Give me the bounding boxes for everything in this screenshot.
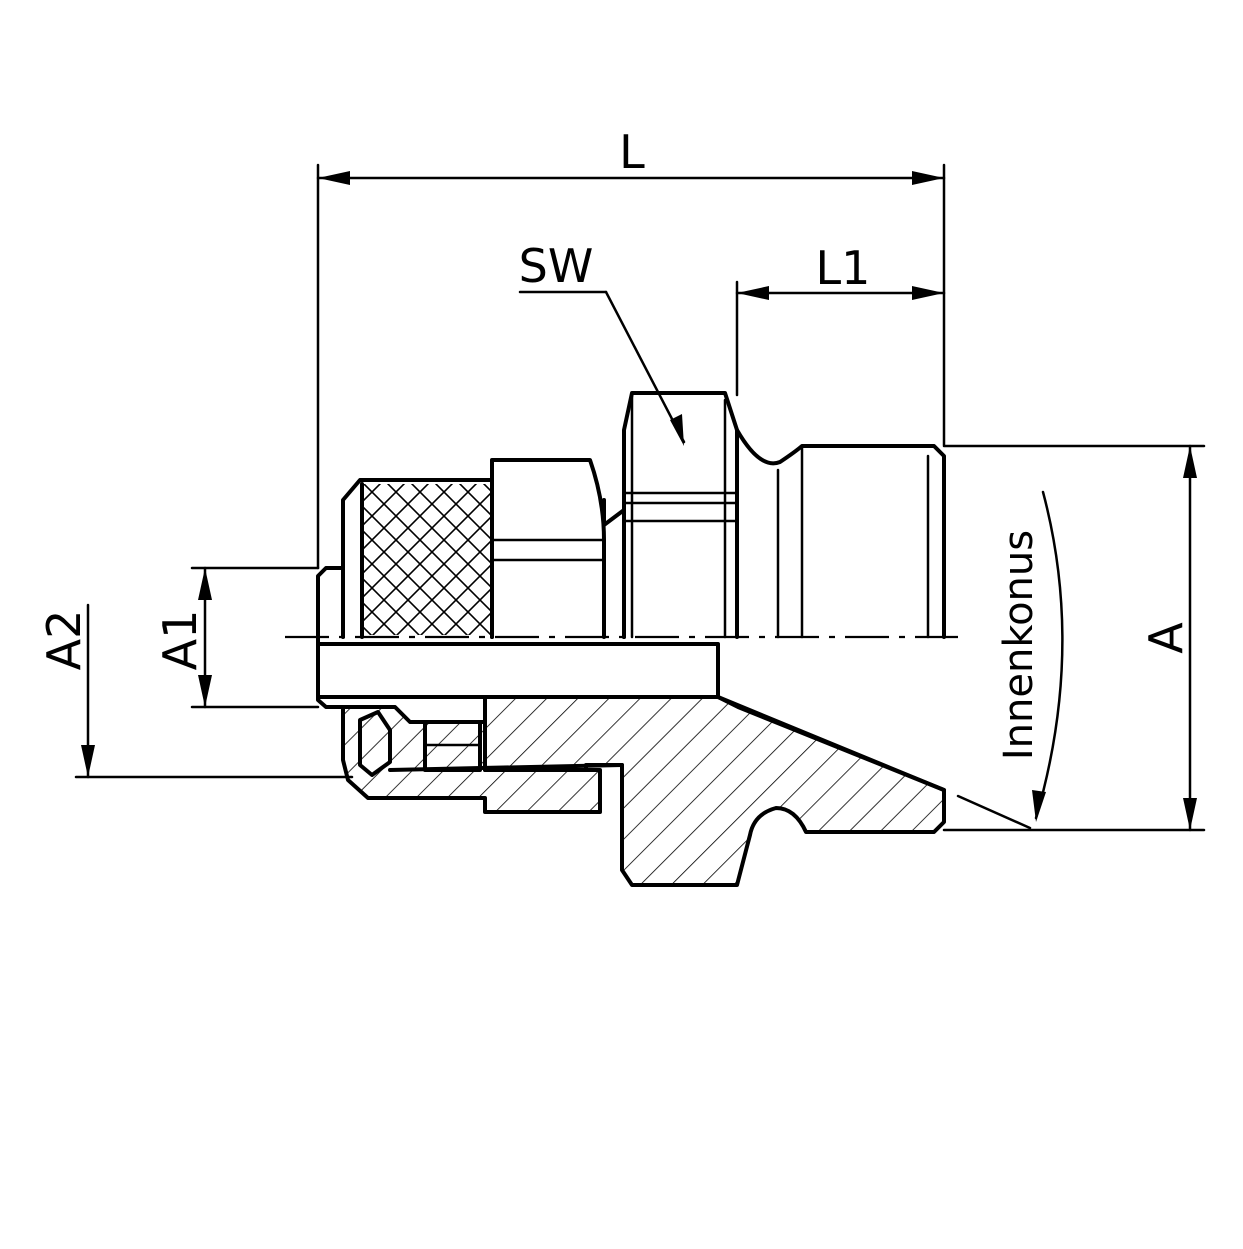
knurl-pattern xyxy=(362,484,490,635)
cone-arc-leader xyxy=(1034,490,1064,820)
dimension-a2: A2 xyxy=(37,603,354,779)
fitting-section-view xyxy=(316,635,946,887)
tube-stub-lower xyxy=(316,635,345,709)
label-inner-cone: Innenkonus xyxy=(996,530,1042,760)
thread-outline xyxy=(735,428,946,639)
dimension-l: L xyxy=(316,125,946,570)
label-l: L xyxy=(619,125,645,179)
label-a2: A2 xyxy=(37,610,91,671)
insert-line xyxy=(388,763,624,772)
collet-ring xyxy=(358,710,392,777)
fitting-exterior-view xyxy=(316,391,946,639)
cone-leader-line xyxy=(956,794,1032,830)
arrow-head xyxy=(81,745,95,777)
arrow-head xyxy=(912,286,944,300)
dimension-l1: L1 xyxy=(735,241,946,397)
arrow-head xyxy=(318,171,350,185)
large-hex xyxy=(602,391,739,639)
arrow-head xyxy=(1183,446,1197,478)
arrow-head xyxy=(198,568,212,600)
arrow-head xyxy=(1183,798,1197,830)
inner-cone-note: Innenkonus xyxy=(956,490,1064,830)
dimension-a: A xyxy=(942,444,1206,832)
male-thread xyxy=(735,428,946,639)
nut-section xyxy=(341,705,602,814)
label-l1: L1 xyxy=(816,241,871,295)
leader-line xyxy=(604,290,686,444)
tube-bore xyxy=(316,642,720,699)
label-a: A xyxy=(1139,622,1193,654)
tube-stub xyxy=(316,566,345,639)
label-sw: SW xyxy=(519,239,594,293)
neck xyxy=(602,498,626,639)
inner-cone-line xyxy=(716,695,946,792)
label-a1: A1 xyxy=(153,610,207,671)
large-hex-outline xyxy=(622,391,739,639)
arrow-head xyxy=(670,414,684,446)
arrow-head xyxy=(737,286,769,300)
dimension-a1: A1 xyxy=(153,566,320,709)
small-hex-outline xyxy=(490,458,606,639)
leader-sw: SW xyxy=(519,239,686,446)
knurled-nut xyxy=(341,478,494,639)
arrow-head xyxy=(1032,790,1046,822)
small-hex xyxy=(490,458,606,639)
arrow-head xyxy=(912,171,944,185)
arrow-head xyxy=(198,675,212,707)
